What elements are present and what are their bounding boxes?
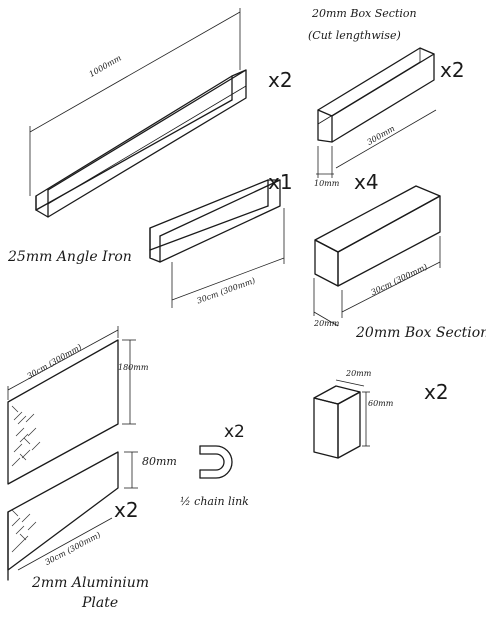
plates-qty-label: x2 [114, 498, 139, 522]
half-chain-link-shape [199, 445, 233, 479]
lower-plate [7, 451, 138, 581]
short-angle-qty-label: x1 [268, 170, 293, 194]
box-section [313, 185, 441, 327]
small-box-qty-label: x2 [424, 380, 449, 404]
plate-material-line2: Plate [82, 595, 119, 611]
cut-box-qty-label: x2 [440, 58, 465, 82]
small-box-height-label: 60mm [368, 399, 394, 408]
lower-plate-height-label: 80mm [142, 455, 177, 468]
plate-material-line1: 2mm Aluminium [32, 575, 150, 591]
cut-box-section [316, 47, 437, 178]
box-section-qty-label: x4 [354, 170, 379, 194]
cut-box-title-line2: (Cut lengthwise) [308, 29, 401, 42]
short-angle-iron [149, 179, 285, 308]
upper-plate [7, 326, 136, 485]
angle-iron-material-label: 25mm Angle Iron [8, 249, 132, 265]
chain-link-label: ½ chain link [180, 495, 249, 508]
box-section-material-label: 20mm Box Section [356, 325, 486, 341]
cut-box-width-label: 10mm [314, 179, 340, 188]
cut-box-title-line1: 20mm Box Section [312, 7, 417, 20]
long-angle-qty-label: x2 [268, 68, 293, 92]
upper-plate-height-label: 180mm [118, 363, 149, 372]
small-box-width-label: 20mm [346, 369, 372, 378]
box-section-width-label: 20mm [314, 319, 340, 328]
chain-link-qty-label: x2 [224, 422, 245, 442]
small-box [313, 379, 370, 459]
long-angle-iron [29, 8, 247, 218]
